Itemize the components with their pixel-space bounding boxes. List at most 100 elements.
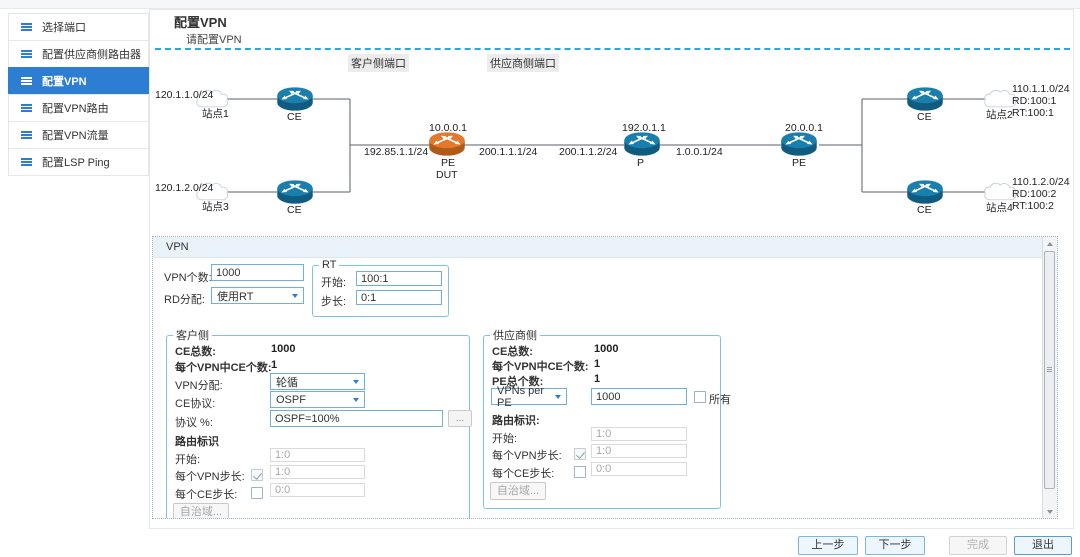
- scroll-up-button[interactable]: [1043, 237, 1057, 250]
- rt-group: RT 开始: 步长:: [312, 259, 449, 317]
- ce2-router-icon: [906, 85, 944, 113]
- ce3-label: CE: [287, 204, 302, 216]
- rt-step-input[interactable]: [356, 290, 442, 305]
- sidebar-item-2[interactable]: 配置VPN: [8, 67, 149, 95]
- sidebar-item-label: 配置LSP Ping: [42, 157, 110, 169]
- arrow-up-icon: [1047, 241, 1053, 246]
- ce-per-vpn-value: 1: [271, 359, 278, 371]
- ce-step-checkbox[interactable]: [574, 466, 586, 478]
- scrollbar-thumb[interactable]: [1044, 251, 1055, 489]
- panel-scrollbar[interactable]: [1042, 237, 1057, 518]
- scroll-down-button[interactable]: [1043, 505, 1057, 518]
- ce4-label: CE: [917, 204, 932, 216]
- site4-rd: RD:100:2: [1012, 188, 1057, 200]
- pe-dut-router-icon: [428, 130, 466, 158]
- rd-alloc-select[interactable]: 使用RT: [211, 287, 304, 304]
- page-title: 配置VPN: [174, 15, 227, 30]
- site2-network: 110.1.1.0/24: [1012, 83, 1070, 95]
- link-p-pe: 1.0.0.1/24: [676, 146, 723, 158]
- vpn-step-input: [270, 465, 365, 479]
- menu-icon: [21, 158, 32, 160]
- protocol-pct-more-button[interactable]: ...: [448, 410, 472, 427]
- sidebar-item-label: 配置VPN路由: [42, 103, 109, 115]
- dut-ip: 10.0.0.1: [429, 122, 467, 134]
- customer-side-group: 客户侧 CE总数: 1000 每个VPN中CE个数: 1 VPN分配: 轮循 C…: [166, 327, 472, 518]
- rt-step-label: 步长:: [321, 296, 347, 308]
- sidebar-item-label: 选择端口: [42, 22, 86, 34]
- pe-total-label: PE总个数:: [492, 376, 544, 388]
- all-checkbox[interactable]: [694, 391, 706, 403]
- link-p-in: 200.1.1.2/24: [559, 146, 618, 158]
- ce-step-label: 每个CE步长:: [492, 468, 555, 480]
- pe-ip: 20.0.0.1: [785, 122, 823, 134]
- site3-network: 120.1.2.0/24: [155, 182, 214, 194]
- sidebar-item-5[interactable]: 配置LSP Ping: [8, 148, 149, 176]
- vpn-step-checkbox: [574, 448, 586, 460]
- chevron-down-icon: [555, 394, 561, 399]
- exit-button[interactable]: 退出: [1014, 536, 1072, 555]
- route-id-header: 路由标识: [175, 436, 219, 448]
- ce-protocol-select[interactable]: OSPF: [270, 391, 365, 408]
- ce-total-value: 1000: [271, 343, 296, 355]
- window-top-strip: [0, 0, 1080, 9]
- menu-icon: [21, 131, 32, 133]
- p-router-icon: [623, 130, 661, 158]
- route-start-input: [591, 427, 687, 441]
- autonomous-system-button: 自治域...: [173, 503, 229, 518]
- site4-rt: RT:100:2: [1012, 200, 1054, 212]
- ce-per-vpn-label: 每个VPN中CE个数:: [175, 362, 272, 374]
- dashed-separator: [155, 48, 1070, 50]
- site2-cloud-icon: [982, 86, 1018, 117]
- chevron-down-icon: [353, 379, 359, 384]
- customer-port-label: 客户侧端口: [348, 54, 409, 72]
- provider-side-group: 供应商侧 CE总数: 1000 每个VPN中CE个数: 1 PE总个数: 1 V…: [483, 327, 731, 509]
- grip-icon: [1047, 367, 1052, 368]
- link-ce-pe: 192.85.1.1/24: [364, 146, 429, 158]
- vpns-per-pe-select[interactable]: VPNs per PE: [491, 385, 567, 409]
- ce-step-input: [591, 462, 687, 476]
- ce-protocol-label: CE协议:: [175, 398, 216, 410]
- menu-icon: [21, 23, 32, 25]
- sidebar-item-0[interactable]: 选择端口: [8, 13, 149, 41]
- pe-total-value: 1: [594, 373, 601, 385]
- site2-rt: RT:100:1: [1012, 107, 1054, 119]
- ce1-router-icon: [276, 85, 314, 113]
- ce-step-label: 每个CE步长:: [175, 489, 238, 501]
- vpn-step-checkbox: [251, 469, 263, 481]
- ce-total-label: CE总数:: [175, 346, 216, 358]
- rd-alloc-label: RD分配:: [164, 294, 205, 306]
- link-dut-out: 200.1.1.1/24: [479, 146, 538, 158]
- previous-step-button[interactable]: 上一步: [798, 536, 858, 555]
- protocol-pct-label: 协议 %:: [175, 417, 213, 429]
- site1-cloud-icon: [194, 86, 230, 117]
- arrow-down-icon: [1047, 509, 1053, 514]
- ce4-router-icon: [906, 178, 944, 206]
- chevron-down-icon: [292, 293, 298, 298]
- route-start-label: 开始:: [175, 454, 201, 466]
- next-step-button[interactable]: 下一步: [865, 536, 925, 555]
- sidebar-item-3[interactable]: 配置VPN路由: [8, 94, 149, 122]
- rt-start-input[interactable]: [356, 271, 442, 286]
- vpn-alloc-label: VPN分配:: [175, 380, 223, 392]
- menu-icon: [21, 50, 32, 52]
- vpn-count-input[interactable]: [211, 264, 304, 281]
- dut-role: PE: [441, 157, 456, 169]
- autonomous-system-button: 自治域...: [490, 482, 546, 500]
- sidebar-item-1[interactable]: 配置供应商侧路由器: [8, 40, 149, 68]
- route-id-header: 路由标识:: [492, 415, 540, 427]
- pe-role: PE: [792, 157, 807, 169]
- sidebar-item-4[interactable]: 配置VPN流量: [8, 121, 149, 149]
- protocol-pct-input[interactable]: [270, 410, 443, 427]
- ce1-label: CE: [287, 111, 302, 123]
- site4-name: 站点4: [986, 202, 1013, 214]
- site2-name: 站点2: [986, 109, 1013, 121]
- ce-step-checkbox[interactable]: [251, 487, 263, 499]
- site3-name: 站点3: [202, 201, 229, 213]
- dut-tag: DUT: [436, 169, 458, 181]
- sidebar-item-label: 配置VPN: [42, 76, 87, 88]
- vpn-alloc-select[interactable]: 轮循: [270, 373, 365, 390]
- vpns-per-pe-input[interactable]: [591, 388, 687, 405]
- vpn-step-input: [591, 444, 687, 458]
- chevron-down-icon: [353, 397, 359, 402]
- all-label: 所有: [709, 394, 731, 406]
